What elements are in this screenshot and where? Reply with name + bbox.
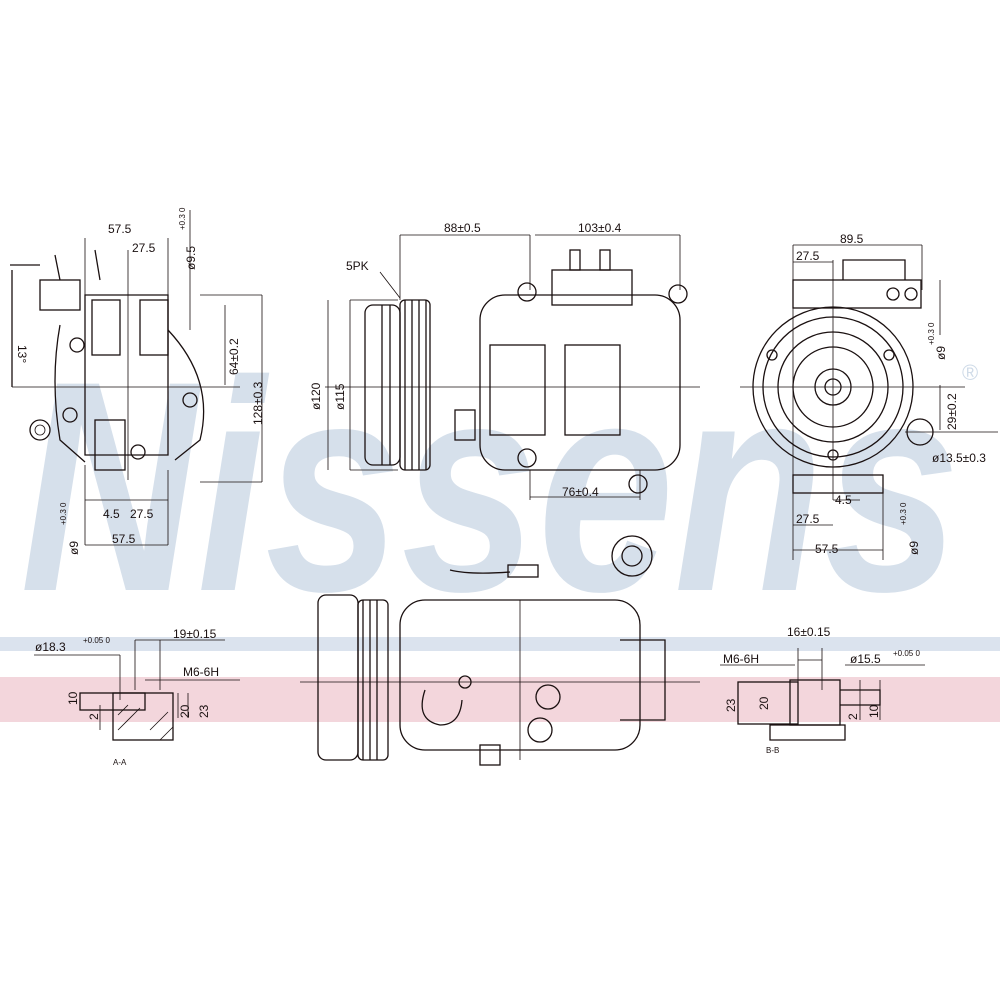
registered-mark: ® [962, 360, 978, 385]
dim-bolt-top: ø9.5 [184, 246, 198, 270]
dim-pulley-inner-diameter: ø115 [333, 383, 347, 410]
section-label-b: B-B [766, 746, 779, 755]
dim-height-mid: 64±0.2 [227, 338, 241, 375]
dim-bolt-bottom-right-tol: +0.3 0 [899, 502, 908, 525]
dim-20-b: 20 [757, 696, 771, 710]
dim-10-b: 10 [867, 704, 881, 718]
dim-width-top-right: 89.5 [840, 232, 864, 246]
dim-width-top: 57.5 [108, 222, 132, 236]
dim-bore-diameter-a: ø18.3 [35, 640, 66, 654]
dim-spacing-b: 16±0.15 [787, 625, 831, 639]
dim-width-bottom-right: 57.5 [815, 542, 839, 556]
dim-20-a: 20 [178, 704, 192, 718]
dim-bore-tol-a: +0.05 0 [83, 636, 110, 645]
dim-offset-top: 27.5 [132, 241, 156, 255]
thread-spec-b: M6-6H [723, 652, 759, 666]
thread-spec-a: M6-6H [183, 665, 219, 679]
dim-23-a: 23 [197, 704, 211, 718]
dim-bolt-top-right-tol: +0.3 0 [927, 322, 936, 345]
dim-bolt-top-tol: +0.3 0 [178, 207, 187, 230]
dim-height-side: 29±0.2 [945, 393, 959, 430]
section-a-a: ø18.3 +0.05 0 19±0.15 M6-6H 10 2 20 23 A… [34, 627, 240, 767]
dim-23-b: 23 [724, 698, 738, 712]
dim-offset-bottom-right: 27.5 [796, 512, 820, 526]
dim-width-bottom: 57.5 [112, 532, 136, 546]
dim-bolt-bottom-tol: +0.3 0 [59, 502, 68, 525]
section-label-a: A-A [113, 758, 127, 767]
dim-mount-spacing: 76±0.4 [562, 485, 599, 499]
dim-10-a: 10 [66, 691, 80, 705]
dim-angle: 13° [15, 345, 29, 363]
dim-offset-top-right: 27.5 [796, 249, 820, 263]
dim-bore-diameter-b: ø15.5 [850, 652, 881, 666]
dim-height-total: 128±0.3 [251, 381, 265, 425]
pink-band [0, 677, 1000, 722]
belt-type-label: 5PK [346, 259, 369, 273]
dim-2-b: 2 [846, 713, 860, 720]
dim-pulley-offset: 88±0.5 [444, 221, 481, 235]
dim-2-a: 2 [87, 713, 101, 720]
blue-band [0, 637, 1000, 651]
dim-bolt-top-right: ø9 [934, 346, 948, 360]
left-view: 57.5 27.5 ø9.5 +0.3 0 13° 64±0.2 128±0.3… [10, 207, 265, 555]
compressor-connector-view [300, 535, 700, 766]
dim-bolt-bottom-right: ø9 [907, 541, 921, 555]
side-view: 88±0.5 103±0.4 5PK ø120 ø115 76±0.4 [309, 221, 700, 500]
dim-bolt-bottom: ø9 [67, 541, 81, 555]
dim-bore-tol-b: +0.05 0 [893, 649, 920, 658]
dim-pulley-outer-diameter: ø120 [309, 382, 323, 410]
dim-body-length: 103±0.4 [578, 221, 622, 235]
dim-hole-diameter: ø13.5±0.3 [932, 451, 986, 465]
dim-offset-bottom: 27.5 [130, 507, 154, 521]
dim-offset-small-right: 4.5 [835, 493, 852, 507]
right-view: 89.5 27.5 ø9 +0.3 0 29±0.2 ø13.5±0.3 4.5… [740, 232, 998, 560]
dim-spacing-a: 19±0.15 [173, 627, 217, 641]
dim-offset-small: 4.5 [103, 507, 120, 521]
section-b-b: 16±0.15 M6-6H ø15.5 +0.05 0 23 20 2 10 B… [720, 625, 925, 755]
